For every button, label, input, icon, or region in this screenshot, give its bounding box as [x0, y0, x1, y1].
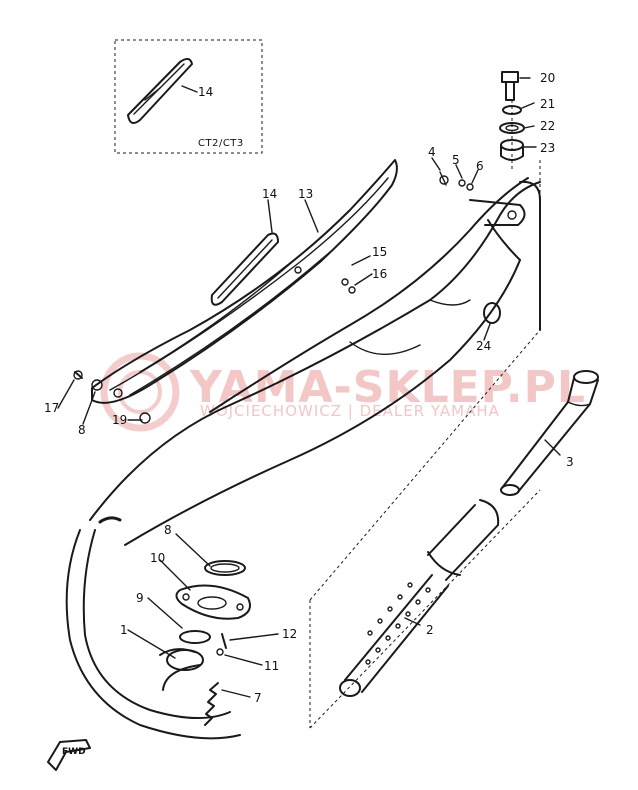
callout-8: 8	[164, 523, 172, 537]
inset-model-label: CT2/CT3	[198, 138, 244, 149]
callout-3: 3	[566, 455, 574, 469]
callout-16: 16	[372, 267, 388, 281]
screw-17	[73, 370, 83, 380]
callout-20: 20	[540, 71, 556, 85]
callout-5: 5	[452, 153, 460, 167]
watermark-subtext: WOJCIECHOWICZ | DEALER YAMAHA	[200, 402, 500, 420]
callout-15: 15	[372, 245, 388, 259]
callout-21: 21	[540, 97, 556, 111]
leader-lines	[57, 77, 561, 698]
forward-arrow-icon	[47, 739, 91, 771]
bolts-15-16	[341, 278, 356, 294]
flange-10	[175, 584, 251, 620]
callout-1: 1	[120, 623, 128, 637]
callout-6: 6	[476, 159, 484, 173]
callout-8-small: 8	[78, 423, 86, 437]
callout-12: 12	[282, 627, 298, 641]
inset-box	[114, 39, 263, 154]
inset-heat-guard-14	[127, 58, 193, 125]
gasket-9	[179, 630, 211, 644]
heat-guard-13	[91, 159, 398, 404]
washer-19	[139, 412, 151, 424]
callout-10: 10	[150, 551, 166, 565]
forward-label: FWD	[62, 747, 86, 757]
exhaust-pipe-1	[65, 177, 541, 740]
tail-pipe-3	[500, 370, 599, 496]
bolt-20	[501, 71, 519, 101]
callout-23: 23	[540, 141, 556, 155]
nut-11-bolt-12	[216, 633, 227, 656]
callout-22: 22	[540, 119, 556, 133]
callout-14-inset: 14	[198, 85, 214, 99]
callout-9: 9	[136, 591, 144, 605]
callout-14: 14	[262, 187, 278, 201]
heat-guard-strip-14	[210, 232, 279, 306]
callout-19: 19	[112, 413, 128, 427]
callout-7: 7	[254, 691, 262, 705]
callout-24: 24	[476, 339, 492, 353]
rubber-mount-24	[483, 302, 501, 324]
watermark-text: YAMA-SKLEP.PL	[190, 362, 586, 413]
callout-17: 17	[44, 401, 60, 415]
washer-8-small	[91, 379, 103, 391]
callout-2: 2	[426, 623, 434, 637]
mount-bracket	[439, 171, 526, 226]
callout-13: 13	[298, 187, 314, 201]
callout-4: 4	[428, 145, 436, 159]
callout-11: 11	[264, 659, 280, 673]
gasket-8	[204, 560, 246, 576]
spring-7	[204, 682, 219, 726]
silencer-baffle-2	[339, 499, 500, 697]
